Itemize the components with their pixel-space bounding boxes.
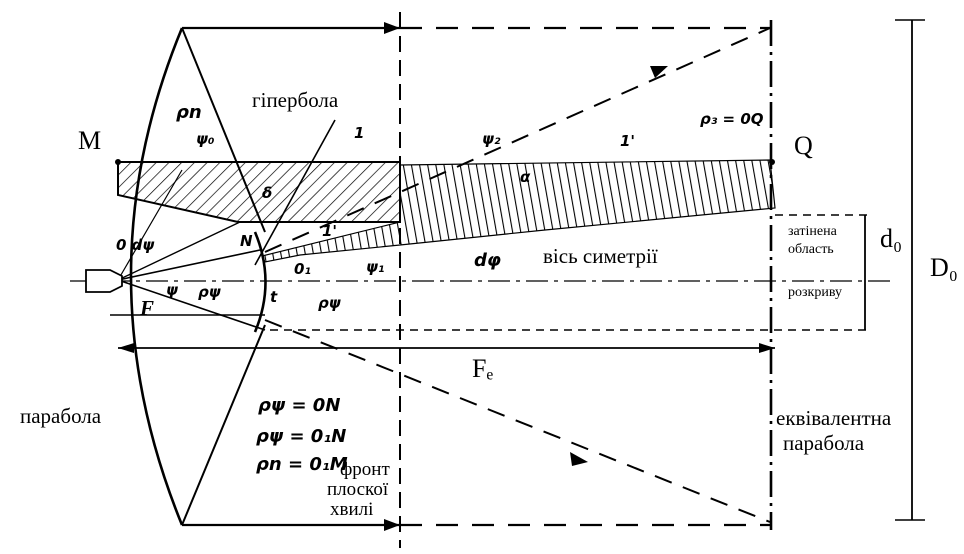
hand-one-prime-b: 1' (322, 222, 338, 240)
hand-t: t (270, 288, 278, 306)
hand-N: N (240, 232, 253, 250)
hand-alpha: α (520, 168, 531, 186)
hand-one: 1 (354, 124, 365, 142)
point-M (115, 159, 121, 165)
fe-arrow-left (118, 343, 134, 353)
hand-rho-n: ρn (176, 102, 202, 123)
hand-psi-0: ψ₀ (196, 130, 215, 148)
ray-bottom-solid (181, 324, 266, 526)
fan-line-1 (117, 279, 266, 331)
arrow-bottom-edge (384, 519, 400, 531)
hand-psi-2: ψ₂ (482, 130, 501, 148)
arrow-top-ray (650, 66, 668, 78)
hand-delta: δ (262, 184, 273, 202)
hand-O1: 0₁ (294, 260, 312, 278)
fan-line-2 (117, 249, 261, 281)
hand-eq3: ρn = 0₁M (256, 454, 348, 475)
label-equivalent-1: еквівалентна (776, 406, 892, 430)
hand-one-prime-a: 1' (620, 132, 636, 150)
hand-psi: ψ (166, 281, 178, 299)
label-shaded-area-2: область (788, 242, 834, 257)
label-d0: d₀ (880, 224, 903, 253)
label-F: F (140, 296, 155, 320)
label-Fe: Fₑ (472, 354, 494, 383)
shaded-region-main (117, 161, 401, 223)
label-parabola: парабола (20, 404, 102, 428)
ray-top-dashed (264, 27, 771, 253)
label-D0: D₀ (930, 253, 958, 282)
fe-arrow-right (759, 343, 775, 353)
hand-rho-3: ρ₃ = 0Q (700, 110, 764, 128)
arrow-bottom-ray (570, 452, 588, 466)
hand-eq2: ρψ = 0₁N (256, 426, 347, 447)
fan-line-4 (117, 169, 183, 281)
fan-line-3 (117, 221, 241, 281)
ray-bottom-dashed (264, 319, 771, 523)
hand-eq1: ρψ = 0N (258, 395, 341, 416)
hand-rho-psi: ρψ (198, 283, 221, 301)
line-1 (254, 119, 336, 266)
hand-dphi: dφ (474, 250, 501, 271)
label-front-2: плоскої (327, 479, 389, 500)
hand-O-dpsi: 0 dψ (116, 236, 155, 254)
shaded-region-wedge (261, 159, 776, 263)
ray-top-solid (181, 27, 266, 233)
label-hyperbola: гіпербола (252, 88, 339, 112)
point-Q (769, 159, 775, 165)
label-equivalent-2: парабола (783, 431, 865, 455)
hand-psi1: ψ₁ (366, 258, 385, 276)
hyperbola-curve (253, 231, 267, 333)
label-M: M (78, 126, 102, 155)
label-Q: Q (794, 131, 813, 160)
label-shaded-area-1: затінена (788, 224, 837, 239)
label-front-1: фронт (340, 459, 390, 480)
label-aperture: розкриву (788, 285, 842, 300)
feed-horn (85, 269, 123, 293)
label-front-3: хвилі (330, 499, 374, 520)
label-symmetry-axis: вісь симетрії (543, 244, 658, 268)
arrow-top-edge (384, 22, 400, 34)
main-parabola-curve (129, 27, 184, 526)
hand-rho-psi-2: ρψ (318, 294, 341, 312)
